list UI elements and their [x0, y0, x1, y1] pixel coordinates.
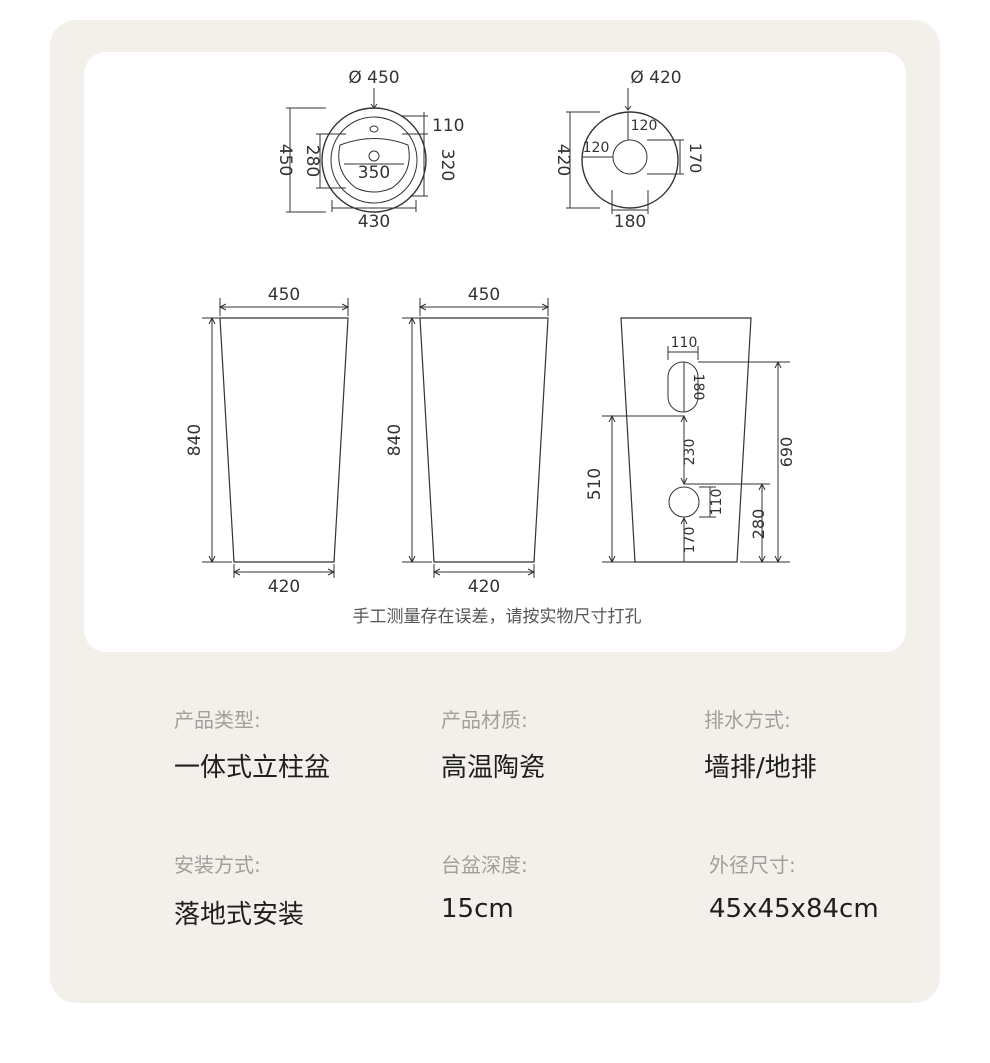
top-view-pedestal: Ø 420 420 120 120 170 180	[553, 68, 705, 232]
back-slot-width: 110	[671, 335, 698, 351]
basin-350: 350	[358, 163, 390, 183]
front-view: 450 840 420	[185, 285, 350, 597]
back-drain-110: 110	[709, 489, 725, 516]
side-view: 450 840 420	[385, 285, 550, 597]
measurement-note: 手工测量存在误差，请按实物尺寸打孔	[353, 607, 642, 627]
side-width-top: 450	[468, 285, 500, 305]
pedestal-diameter-label: Ø 420	[630, 68, 681, 88]
pedestal-120-left: 120	[583, 140, 610, 156]
spec-label-install: 安装方式:	[174, 853, 261, 877]
spec-value-depth: 15cm	[441, 894, 514, 924]
front-width-top: 450	[268, 285, 300, 305]
dimension-panel	[84, 52, 906, 652]
spec-label-depth: 台盆深度:	[441, 853, 528, 877]
side-height: 840	[385, 424, 405, 456]
pedestal-180: 180	[614, 212, 646, 232]
top-view-basin: Ø 450 450 280 110 320 350 430	[275, 68, 464, 232]
pedestal-120-top: 120	[631, 118, 658, 134]
basin-110: 110	[432, 116, 464, 136]
spec-value-type: 一体式立柱盆	[174, 753, 331, 783]
back-280: 280	[749, 509, 768, 540]
spec-value-material: 高温陶瓷	[441, 753, 546, 783]
pedestal-170: 170	[686, 143, 705, 174]
side-width-bottom: 420	[468, 577, 500, 597]
back-690: 690	[777, 437, 796, 468]
spec-label-drainage: 排水方式:	[704, 708, 791, 732]
back-510: 510	[585, 468, 605, 500]
spec-label-size: 外径尺寸:	[709, 853, 796, 877]
spec-label-material: 产品材质:	[441, 708, 528, 732]
back-slot-height: 180	[690, 374, 706, 401]
back-230: 230	[682, 439, 698, 466]
basin-diameter-label: Ø 450	[348, 68, 399, 88]
spec-label-type: 产品类型:	[174, 708, 261, 732]
basin-320: 320	[437, 149, 457, 181]
front-width-bottom: 420	[268, 577, 300, 597]
front-height: 840	[185, 424, 205, 456]
basin-height-450: 450	[275, 144, 295, 176]
spec-value-drainage: 墙排/地排	[704, 753, 817, 783]
back-view: 110 180 230 690 510 110 280	[585, 317, 796, 564]
back-170: 170	[682, 527, 698, 554]
pedestal-420: 420	[553, 144, 573, 176]
basin-430: 430	[358, 212, 390, 232]
basin-280: 280	[302, 145, 322, 177]
spec-value-install: 落地式安装	[174, 900, 305, 930]
spec-value-size: 45x45x84cm	[709, 894, 879, 924]
